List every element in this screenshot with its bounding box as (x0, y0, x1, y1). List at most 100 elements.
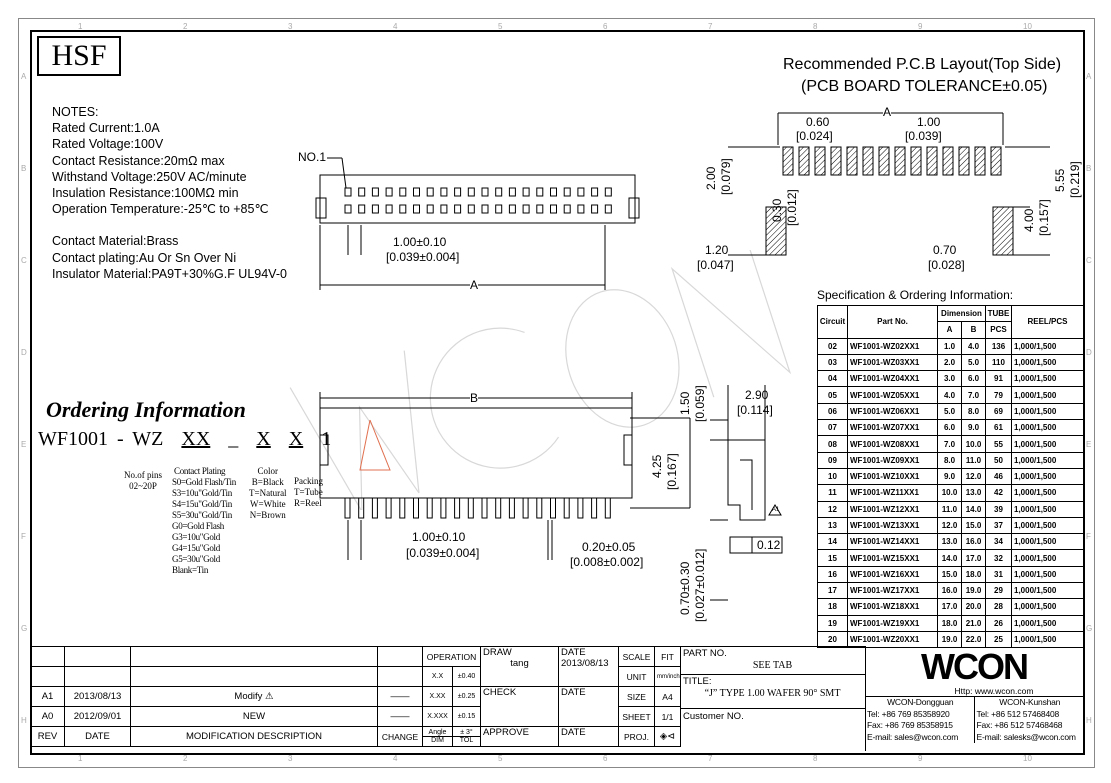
circuit-cell: 17 (817, 582, 848, 600)
rev-desc: NEW (130, 706, 378, 727)
legend-option: N=Brown (249, 510, 286, 520)
part-no-cell: WF1001-WZ17XX1 (847, 582, 938, 600)
part-no-cell: WF1001-WZ14XX1 (847, 533, 938, 551)
date-header: DATE (64, 726, 131, 747)
title-label: TITLE: (680, 674, 865, 688)
spec-title: Specification & Ordering Information: (817, 288, 1014, 302)
zone-column-marker: 6 (603, 754, 608, 763)
front-pitch-dim-inch: [0.039±0.004] (406, 546, 480, 560)
pin-width-dim-inch: [0.008±0.002] (570, 555, 644, 569)
zone-column-marker: 4 (393, 22, 398, 31)
part-no-cell: WF1001-WZ03XX1 (847, 353, 938, 372)
pin-mark (426, 187, 434, 197)
size-label: SIZE (618, 686, 655, 707)
circuit-cell: 18 (817, 598, 848, 616)
pin-lead (440, 497, 447, 519)
legend-option: G4=15u"Gold (172, 543, 220, 553)
pcb-dim-555-inch: [0.219] (1068, 161, 1082, 198)
pcb-dim-a: A (883, 105, 892, 119)
pcb-dim-400: 4.00 (1022, 208, 1036, 232)
circuit-cell: 02 (817, 337, 848, 355)
tol-label: X.XXX (422, 706, 453, 727)
tol-value: ±0.40 (452, 666, 481, 687)
sheet-value: 1/1 (654, 706, 681, 727)
change-header: CHANGE (377, 726, 423, 747)
pcb-dim-200-inch: [0.079] (719, 158, 733, 195)
dim-a-cell: 16.0 (937, 582, 962, 600)
pin-mark (522, 204, 530, 214)
draw-label: DRAW (483, 647, 512, 659)
zone-row-marker: G (21, 624, 28, 633)
dim-a-cell: 15.0 (937, 565, 962, 584)
part-no-cell: WF1001-WZ05XX1 (847, 386, 938, 404)
sheet-label: SHEET (618, 706, 655, 727)
tol-value: ±0.15 (452, 706, 481, 727)
pin-mark (577, 187, 585, 197)
pin-mark (440, 187, 448, 197)
reel-pcs-cell: 1,000/1,500 (1011, 565, 1084, 584)
circuit-cell: 19 (817, 614, 848, 632)
rev-date: 2013/08/13 (64, 686, 131, 707)
office-tel: Tel: +86 512 57468408 (976, 708, 1060, 719)
tube-pcs-cell: 55 (985, 435, 1012, 453)
code-pins: XX (181, 428, 211, 450)
part-no-cell: WF1001-WZ18XX1 (847, 598, 938, 616)
header-a: A (937, 321, 962, 339)
reel-pcs-cell: 1,000/1,500 (1011, 435, 1084, 453)
pcb-title: Recommended P.C.B Layout(Top Side) (783, 56, 1062, 73)
tube-pcs-cell: 29 (985, 582, 1012, 600)
reel-pcs-cell: 1,000/1,500 (1011, 402, 1084, 421)
tube-pcs-cell: 26 (985, 614, 1012, 632)
dim-b-cell: 17.0 (961, 549, 986, 567)
dim-b-cell: 5.0 (961, 353, 986, 372)
tol-header: TOL (459, 737, 474, 744)
zone-row-marker: E (1086, 440, 1092, 449)
pin-mark (604, 187, 612, 197)
part-no-cell: WF1001-WZ08XX1 (847, 435, 938, 453)
zone-column-marker: 7 (708, 754, 713, 763)
pin-mark (467, 204, 475, 214)
zone-row-marker: F (1086, 532, 1091, 541)
scale-label: SCALE (618, 646, 655, 667)
pcb-dim-100: 1.00 (917, 115, 941, 129)
pin-mark (495, 204, 503, 214)
dim-b-cell: 14.0 (961, 500, 986, 518)
header-reel: REEL/PCS (1011, 305, 1084, 339)
side-dim-3: 0.70±0.30 (678, 561, 692, 615)
pins-value: 02~20P (129, 481, 157, 491)
tol-label: X.X (422, 666, 453, 687)
front-dim-b: B (470, 391, 479, 405)
legend-option: S0=Gold Flash/Tin (172, 477, 236, 487)
zone-column-marker: 9 (918, 754, 923, 763)
proj-label: PROJ. (618, 726, 655, 747)
pin-width-dim: 0.20±0.05 (582, 540, 636, 554)
part-no-cell: WF1001-WZ16XX1 (847, 565, 938, 584)
material-line: Contact plating:Au Or Sn Over Ni (52, 250, 237, 265)
legend-option: S4=15u"Gold/Tin (172, 499, 232, 509)
dim-a-cell: 12.0 (937, 516, 962, 535)
wcon-watermark (289, 250, 792, 510)
tube-pcs-cell: 79 (985, 386, 1012, 404)
projection-symbol-icon: ◈⊲ (654, 726, 681, 747)
pin-mark (399, 187, 407, 197)
dim-a-cell: 11.0 (937, 500, 962, 518)
pcb-dim-070: 0.70 (933, 243, 957, 257)
front-height-dim: 4.25 (650, 454, 664, 478)
dim-a-cell: 9.0 (937, 467, 962, 486)
dim-a-cell: 10.0 (937, 484, 962, 502)
pin-mark (413, 204, 420, 214)
pin1-label: NO.1 (298, 150, 327, 164)
note-line: Rated Voltage:100V (52, 137, 164, 152)
dim-a-cell: 6.0 (937, 419, 962, 437)
dim-a-cell: 13.0 (937, 533, 962, 551)
note-line: Rated Current:1.0A (52, 121, 160, 136)
